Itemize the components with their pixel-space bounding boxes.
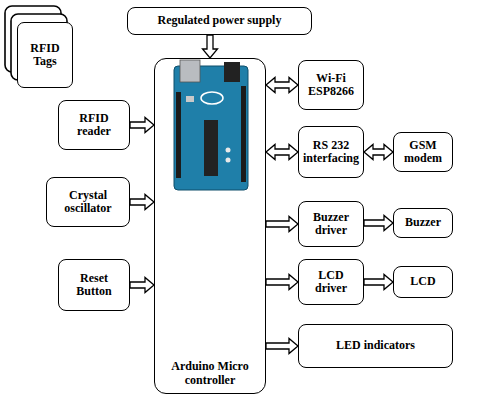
box-label: LED indicators [336,339,415,352]
box-label: Crystal oscillator [50,189,126,216]
display-box: LCD [393,266,453,298]
rfid-tag-card: RFID Tags [17,22,73,88]
logo [201,92,223,104]
arduino-board [174,60,248,190]
box-label: RFID Tags [21,42,69,69]
chip [204,120,218,176]
modem-box: GSM modem [393,132,453,172]
reader-box: RFID reader [58,100,130,150]
block-arrow [130,195,154,210]
box-label: Wi-Fi ESP8266 [302,72,360,99]
driver-box: Buzzer driver [298,201,364,247]
box-label: Reset Button [62,272,126,299]
box-label: Buzzer [405,216,441,229]
box-label: RS 232 interfacing [302,139,360,166]
power-supply-box: Regulated power supply [127,7,312,35]
box-label: Regulated power supply [158,14,282,27]
block-arrow [266,339,298,354]
box-label: LCD [410,275,435,288]
block-arrow [364,275,393,290]
box-label: Buzzer driver [302,211,360,238]
button-box: Reset Button [58,259,130,311]
crystal [186,96,194,102]
box-label: GSM modem [397,139,449,166]
led [226,148,231,153]
block-arrow [364,216,393,231]
interface-box: RS 232 interfacing [298,126,364,178]
power-jack [224,62,240,82]
controller-box: Arduino Micro controller [154,58,266,394]
box-label: LCD driver [302,269,360,296]
driver-box: LCD driver [298,259,364,305]
wifi-module-box: Wi-Fi ESP8266 [298,60,364,110]
oscillator-box: Crystal oscillator [46,177,130,227]
indicator-box: LED indicators [298,324,453,368]
block-arrow [203,35,218,58]
block-arrow [130,118,154,133]
block-arrow [266,217,298,232]
block-arrow [130,278,154,293]
block-arrow [364,145,393,160]
box-label: RFID reader [62,112,126,139]
box-label: Arduino Micro controller [158,360,262,387]
header-strip [241,86,246,182]
block-arrow [266,145,298,160]
led [226,158,231,163]
buzzer-box: Buzzer [393,208,453,238]
usb-port [180,60,200,82]
header-strip [176,92,181,178]
block-arrow [266,275,298,290]
board [174,66,248,190]
block-arrow [266,78,298,93]
